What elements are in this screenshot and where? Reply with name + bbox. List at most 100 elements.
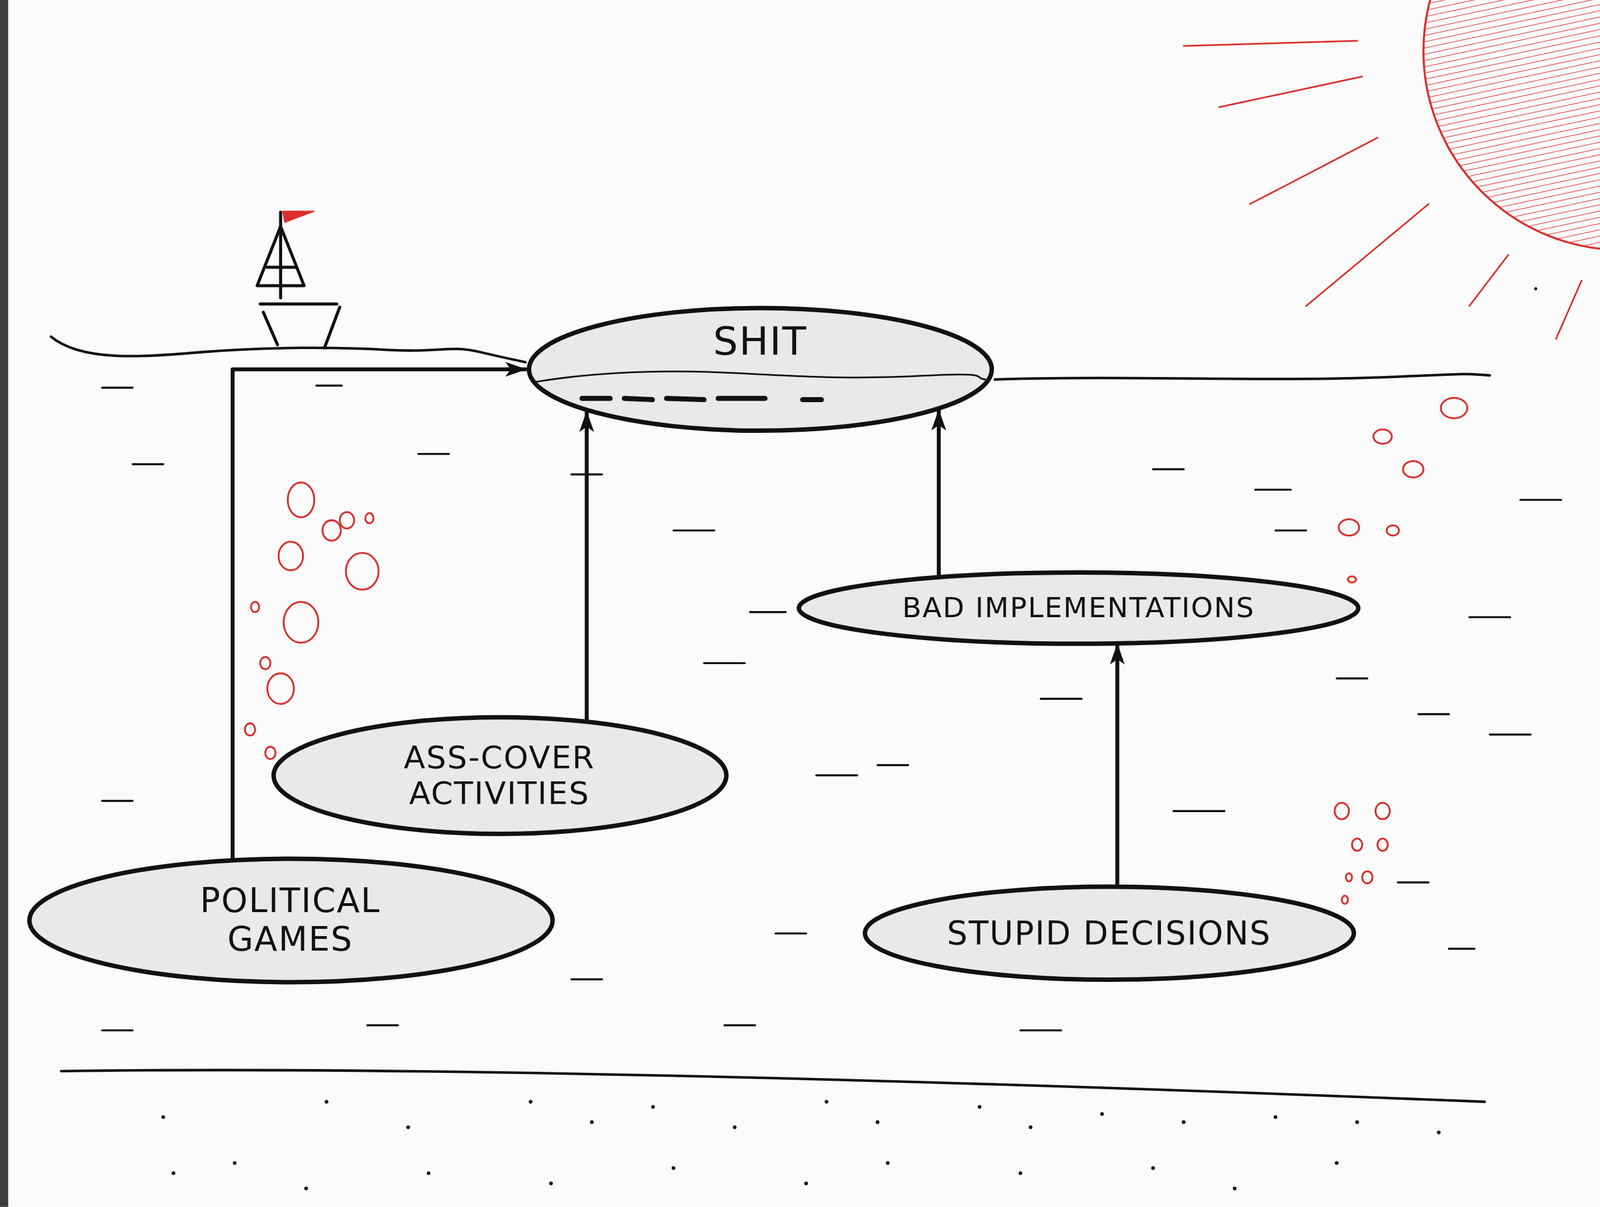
sun-ray — [1469, 255, 1508, 307]
cause-arrow — [584, 412, 589, 721]
sand-dots — [161, 1100, 1441, 1191]
sand-dot — [1151, 1166, 1156, 1171]
water-dash — [749, 611, 786, 614]
sand-dot — [1334, 1161, 1339, 1166]
bubble — [287, 482, 314, 518]
bubble — [1334, 802, 1350, 819]
cause-blob: BAD IMPLEMENTATIONS — [794, 571, 1363, 646]
boat-deck — [260, 302, 337, 306]
sand-dot — [1018, 1171, 1023, 1176]
water-dash — [581, 398, 821, 400]
blob-label: POLITICAL GAMES — [167, 881, 414, 959]
water-dash — [132, 463, 164, 466]
bubble — [1386, 525, 1399, 536]
blob-label: STUPID DECISIONS — [946, 915, 1273, 953]
bubble — [1338, 519, 1360, 536]
bubble — [345, 553, 379, 590]
sand-dot — [875, 1120, 880, 1125]
text-holder: POLITICAL GAMES — [167, 881, 415, 959]
bubble — [1362, 871, 1373, 884]
water-dash — [703, 662, 745, 665]
sand-dot — [1028, 1125, 1033, 1130]
water-dash — [816, 774, 857, 777]
blob-shape — [529, 307, 992, 431]
cause-blob: STUPID DECISIONS — [861, 885, 1358, 982]
water-dash — [1336, 677, 1368, 680]
cause-blob: POLITICAL GAMES — [25, 856, 557, 985]
boat-sail — [256, 226, 304, 286]
sand-dot — [1100, 1112, 1104, 1117]
water-dash — [1397, 881, 1429, 884]
speck — [1534, 287, 1537, 290]
bubble — [1345, 873, 1352, 882]
water-dash — [571, 978, 603, 982]
blob-label: SHIT — [712, 318, 808, 365]
sea-floor — [61, 1070, 1485, 1103]
blob-shape — [273, 717, 727, 835]
water-dash — [367, 1024, 399, 1027]
sand-dot — [977, 1105, 982, 1109]
water-dash — [1489, 733, 1531, 736]
water-dash — [418, 453, 450, 456]
sand-dot — [528, 1100, 533, 1104]
sand-dot — [161, 1115, 166, 1120]
water-dash — [102, 800, 133, 803]
sand-dot — [589, 1120, 594, 1125]
blob-label: ASS-COVER ACTIVITIES — [373, 739, 626, 812]
bubble — [267, 673, 294, 704]
bubbles — [244, 397, 1468, 904]
water-dash — [102, 386, 133, 389]
bubble — [244, 723, 255, 736]
sand-dot — [804, 1181, 809, 1186]
bubble — [1402, 461, 1424, 478]
bubble — [1377, 838, 1388, 851]
boat — [256, 211, 340, 349]
sand-dot — [1181, 1120, 1186, 1125]
text-holder: BAD IMPLEMENTATIONS — [901, 592, 1256, 625]
water-dash — [1418, 713, 1450, 716]
bubble — [1341, 896, 1349, 905]
sand-dot — [549, 1181, 554, 1186]
frame-edge — [0, 0, 9, 1207]
text-holder: STUPID DECISIONS — [946, 915, 1273, 953]
water-dash — [1040, 697, 1082, 700]
boat-sail-line — [267, 265, 297, 269]
text-holder: SHIT — [712, 318, 808, 365]
outcome-blob: SHIT — [525, 306, 995, 433]
water-dash — [1469, 616, 1511, 619]
water-dash — [1020, 1029, 1062, 1032]
bubble — [1440, 397, 1468, 419]
sand-dot — [1273, 1115, 1278, 1120]
water-dash — [1153, 468, 1184, 471]
cause-arrow — [1115, 644, 1120, 887]
water-surface — [50, 336, 526, 363]
water-dash — [1520, 498, 1561, 502]
blob-shape — [29, 858, 552, 983]
sand-dot — [732, 1125, 737, 1130]
water-dash — [1173, 810, 1225, 813]
sand-dot — [406, 1125, 411, 1130]
sand-dot — [304, 1187, 309, 1192]
boat-flag — [282, 211, 315, 223]
sun — [1423, 0, 1600, 250]
bubble — [365, 513, 374, 524]
water-dash — [102, 1029, 133, 1032]
water-dash — [775, 932, 807, 935]
sand-dot — [324, 1100, 329, 1104]
sun-rays — [1183, 40, 1582, 339]
bubble — [265, 746, 276, 760]
water-dash — [1255, 488, 1292, 492]
water-dash — [877, 764, 909, 767]
bubble — [1348, 576, 1357, 583]
bubble — [339, 512, 355, 529]
sand-dot — [1355, 1120, 1360, 1125]
bubble — [278, 541, 304, 571]
sun-ray — [1555, 280, 1582, 339]
boat-hull — [263, 307, 340, 349]
bubble — [250, 602, 260, 613]
water-dash — [673, 529, 714, 532]
sand-dot — [651, 1105, 656, 1109]
water-surface — [534, 371, 986, 383]
